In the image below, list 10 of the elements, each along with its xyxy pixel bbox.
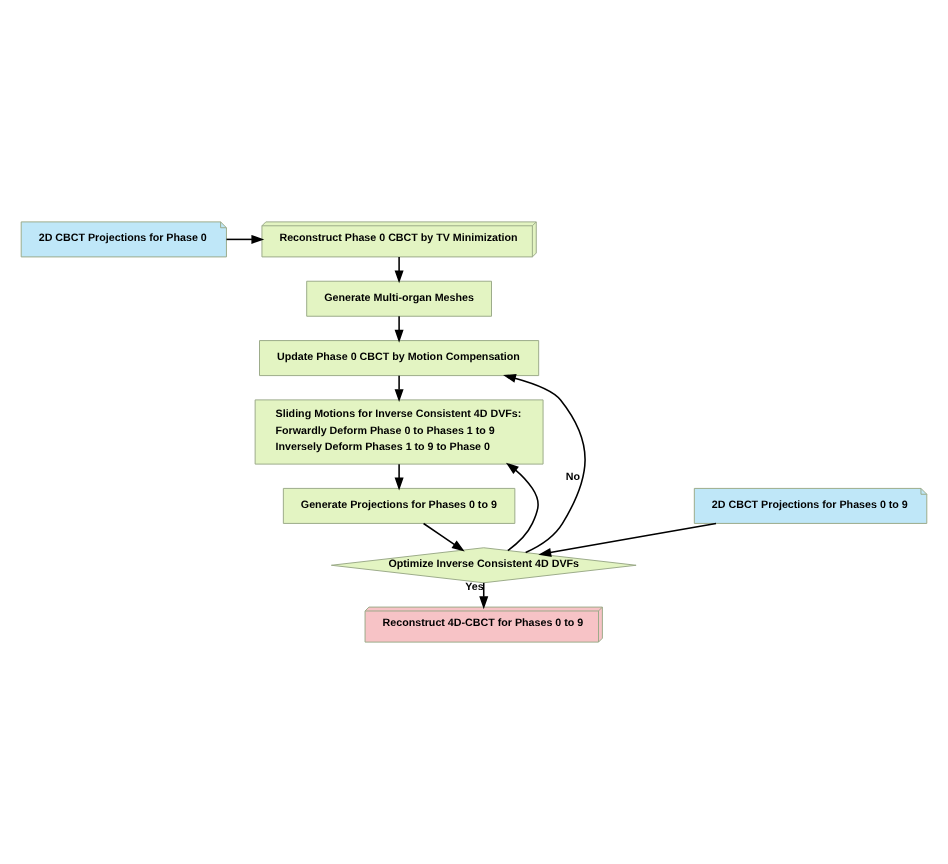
arrow — [422, 522, 465, 552]
arrow — [225, 234, 265, 244]
arrow — [503, 373, 586, 554]
arrow — [505, 462, 539, 552]
arrow — [394, 463, 404, 491]
arrow — [394, 256, 404, 284]
arrow — [479, 582, 489, 610]
arrow — [394, 374, 404, 403]
arrow — [538, 522, 717, 557]
arrow — [394, 315, 404, 343]
